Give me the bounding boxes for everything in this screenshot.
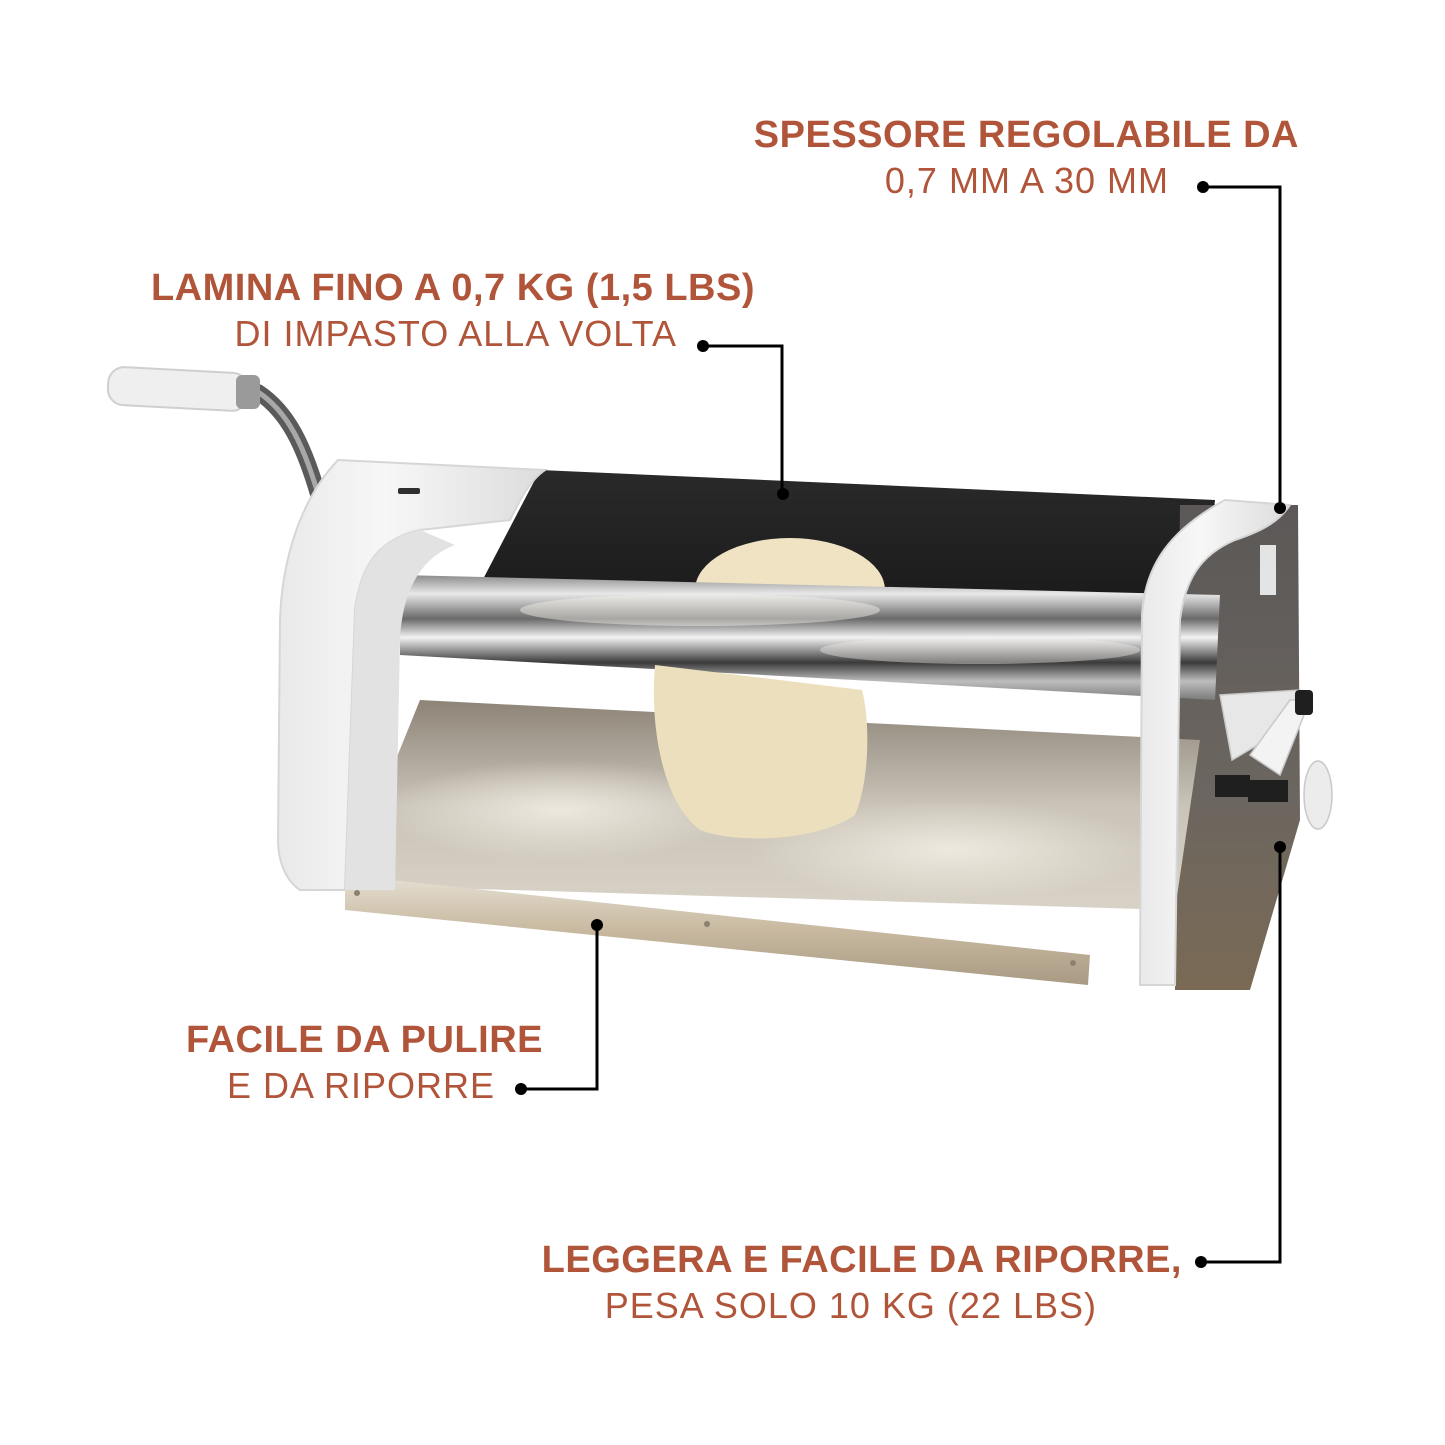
thickness-adjuster-lever — [1215, 545, 1333, 830]
callout-title: FACILE DA PULIRE — [185, 1019, 543, 1061]
callout-weight: LEGGERA E FACILE DA RIPORRE, PESA SOLO 1… — [542, 1237, 1182, 1329]
callout-cleaning: FACILE DA PULIRE E DA RIPORRE — [186, 1017, 543, 1109]
left-housing — [276, 458, 549, 891]
callout-subtitle: DI IMPASTO ALLA VOLTA — [234, 313, 677, 354]
dough-bottom — [653, 665, 868, 839]
callout-capacity: LAMINA FINO A 0,7 KG (1,5 LBS) DI IMPAST… — [151, 265, 755, 357]
callout-subtitle: PESA SOLO 10 KG (22 LBS) — [604, 1285, 1097, 1326]
crank-handle — [106, 366, 333, 528]
right-housing — [1138, 498, 1292, 986]
roller — [385, 575, 1220, 700]
callout-subtitle: 0,7 MM A 30 MM — [884, 160, 1169, 201]
callout-title: SPESSORE REGOLABILE DA — [753, 114, 1299, 156]
callout-subtitle: E DA RIPORRE — [226, 1065, 495, 1106]
callout-title: LEGGERA E FACILE DA RIPORRE, — [541, 1239, 1182, 1281]
tray-front-lip — [345, 875, 1090, 985]
callout-title: LAMINA FINO A 0,7 KG (1,5 LBS) — [150, 267, 755, 309]
back-panel — [480, 470, 1215, 600]
callout-thickness: SPESSORE REGOLABILE DA 0,7 MM A 30 MM — [754, 112, 1299, 204]
